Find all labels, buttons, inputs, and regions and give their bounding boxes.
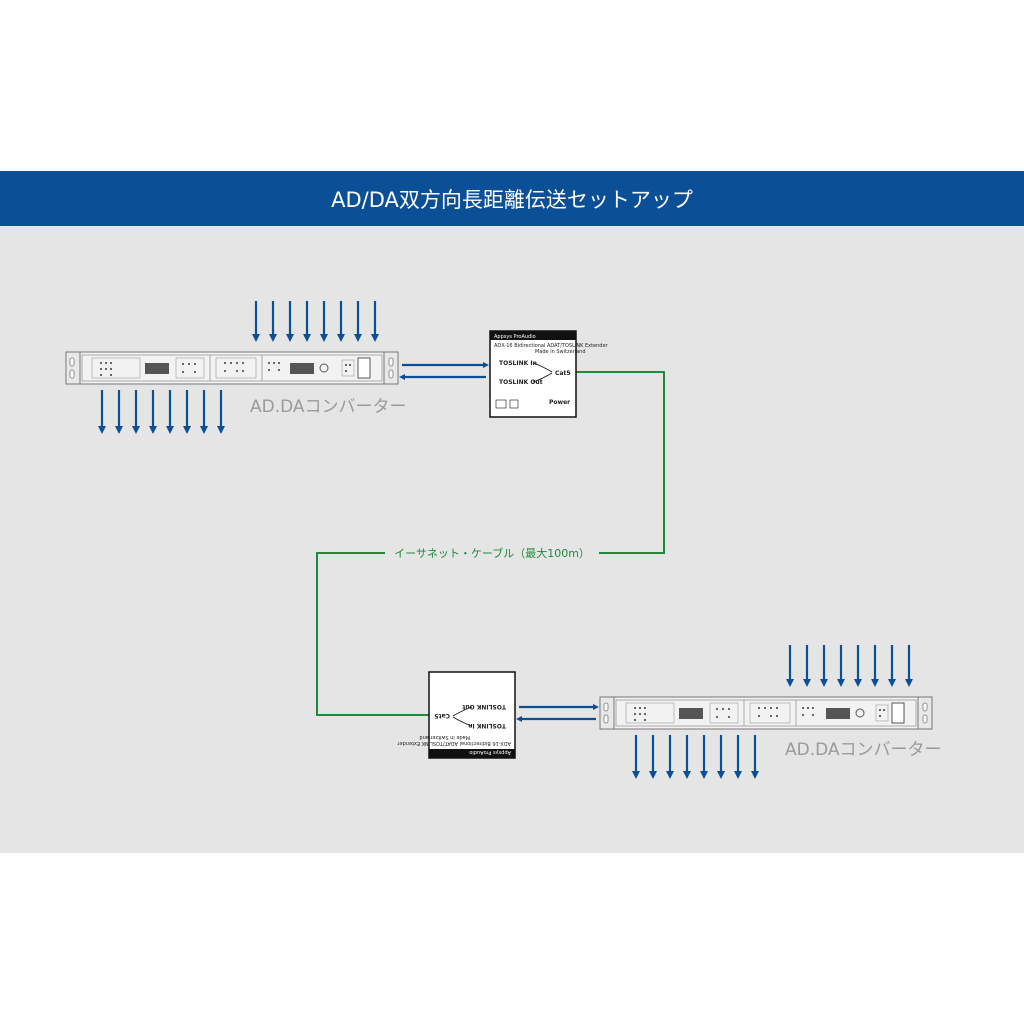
ce-mark-icon [495, 399, 507, 409]
extender-port-in: TOSLINK In [499, 360, 537, 367]
ethernet-cable [316, 371, 665, 716]
output-arrows-bottom [632, 735, 759, 779]
title-banner: AD/DA双方向長距離伝送セットアップ [0, 171, 1024, 226]
extender-port-out: TOSLINK Out [499, 379, 543, 386]
extender-origin: Made in Switzerland [419, 734, 470, 740]
display-icon [679, 708, 703, 719]
extender-bottom: Appsys ProAudio ADX-16 Bidirectional ADA… [396, 671, 516, 759]
input-arrows-bottom [786, 645, 913, 687]
output-arrows-top [98, 390, 225, 434]
page-title: AD/DA双方向長距離伝送セットアップ [331, 187, 693, 212]
cable-label: イーサネット・ケーブル（最大100m） [394, 546, 590, 560]
display-icon [826, 708, 850, 719]
extender-port-in: TOSLINK In [468, 722, 506, 729]
knob-icon [319, 363, 329, 373]
converter-bottom [599, 696, 933, 730]
display-icon [145, 363, 169, 374]
extender-origin: Made in Switzerland [535, 349, 586, 355]
cable-label-bg [385, 545, 599, 561]
extender-top: Appsys ProAudio ADX-16 Bidirectional ADA… [489, 330, 609, 418]
extender-model: ADX-16 Bidirectional ADAT/TOSLINK Extend… [494, 343, 609, 349]
input-arrows-top [252, 301, 379, 342]
optical-link-bottom [516, 704, 599, 722]
converter-label-bottom: AD.DAコンバーター [785, 740, 942, 760]
extender-port-cat: Cat5 [435, 712, 451, 719]
extender-brand: Appsys ProAudio [494, 334, 536, 340]
extender-port-cat: Cat5 [555, 370, 571, 377]
display-icon [290, 363, 314, 374]
extender-brand: Appsys ProAudio [469, 749, 511, 755]
extender-port-power: Power [549, 399, 570, 406]
converter-label-top: AD.DAコンバーター [250, 397, 407, 417]
weee-icon [509, 399, 519, 409]
extender-model: ADX-16 Bidirectional ADAT/TOSLINK Extend… [396, 740, 511, 746]
converter-top [65, 351, 399, 385]
knob-icon [855, 708, 865, 718]
optical-link-top [399, 362, 489, 380]
extender-port-out: TOSLINK Out [462, 703, 506, 710]
